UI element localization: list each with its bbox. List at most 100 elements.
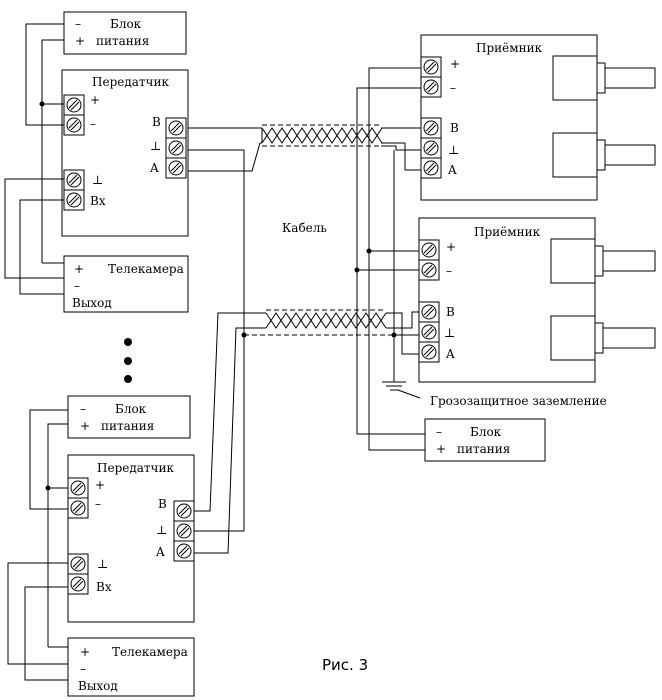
- power-title-line1: Блок: [470, 425, 502, 439]
- screw-terminal: [423, 120, 439, 136]
- screw-terminal: [72, 558, 82, 568]
- receiver-title: Приёмник: [476, 41, 543, 55]
- screw-terminal: [423, 264, 433, 274]
- power-title-line2: питания: [96, 34, 149, 48]
- terminal-block: [173, 500, 195, 562]
- screw-terminal: [421, 324, 437, 340]
- power-plus-label: +: [75, 34, 85, 48]
- camera-minus-label: –: [80, 662, 86, 676]
- screw-terminal: [423, 59, 439, 75]
- screw-terminal: [66, 117, 82, 133]
- continuation-dot: [124, 338, 132, 346]
- screw-terminal: [70, 121, 80, 131]
- ground-label: ⊥: [444, 326, 455, 340]
- line-b-label: B: [446, 305, 455, 319]
- power-title-line2: питания: [457, 442, 510, 456]
- screw-terminal: [425, 61, 435, 71]
- power-minus-label: –: [436, 425, 442, 439]
- receiver-title: Приёмник: [474, 225, 541, 239]
- line-b-label: B: [152, 115, 161, 129]
- screw-terminal: [168, 120, 184, 136]
- screw-terminal: [70, 176, 80, 186]
- camera-title: Телекамера: [108, 262, 184, 276]
- power-title-line2: питания: [101, 419, 154, 433]
- screw-terminal: [178, 525, 188, 535]
- continuation-dot: [124, 357, 132, 365]
- screw-terminal: [421, 304, 437, 320]
- junction-dot: [241, 332, 247, 338]
- junction-dot: [354, 267, 360, 273]
- screw-terminal: [72, 482, 82, 492]
- screw-terminal: [423, 140, 439, 156]
- power-minus-label: –: [80, 402, 86, 416]
- screw-terminal: [68, 119, 78, 129]
- video-output-connector: [594, 322, 604, 354]
- receiver-top: Приёмник + – B ⊥ A: [420, 34, 656, 201]
- screw-terminal: [74, 484, 84, 494]
- terminal-block: [420, 117, 442, 179]
- screw-terminal: [421, 242, 437, 258]
- terminal-block: [67, 553, 89, 595]
- terminal-block: [165, 117, 187, 179]
- screw-terminal: [168, 160, 184, 176]
- screw-terminal: [423, 346, 433, 356]
- screw-terminal: [168, 140, 184, 156]
- wiring: [4, 23, 425, 681]
- screw-terminal: [70, 101, 80, 111]
- screw-terminal: [425, 122, 435, 132]
- junction-dot: [366, 248, 372, 254]
- screw-terminal: [180, 507, 190, 517]
- video-output-connector: [596, 139, 606, 171]
- receiver-bottom: Приёмник + – B ⊥ A: [418, 217, 656, 383]
- screw-terminal: [427, 63, 437, 73]
- screw-terminal: [68, 194, 78, 204]
- screw-terminal: [176, 503, 192, 519]
- continuation-dot: [124, 375, 132, 383]
- screw-terminal: [70, 480, 86, 496]
- line-a-label: A: [445, 347, 455, 361]
- screw-terminal: [176, 543, 192, 559]
- minus-label: –: [90, 117, 96, 131]
- screw-terminal: [74, 504, 84, 514]
- screw-terminal: [425, 308, 435, 318]
- screw-terminal: [172, 164, 182, 174]
- screw-terminal: [70, 196, 80, 206]
- video-output-connector: [594, 245, 604, 277]
- line-a-label: A: [155, 545, 165, 559]
- screw-terminal: [70, 500, 86, 516]
- plus-label: +: [446, 240, 456, 254]
- terminal-block: [67, 477, 89, 519]
- power-minus-label: –: [75, 17, 81, 31]
- figure-caption: Рис. 3: [322, 656, 368, 674]
- line-a-label: A: [149, 161, 159, 175]
- terminal-block: [418, 301, 440, 363]
- screw-terminal: [66, 172, 82, 188]
- video-output-connector: [604, 144, 656, 166]
- screw-terminal: [68, 174, 78, 184]
- power-supply-bottom-left: – + Блок питания: [67, 395, 191, 439]
- screw-terminal: [180, 527, 190, 537]
- screw-terminal: [170, 162, 180, 172]
- power-title-line1: Блок: [110, 17, 142, 31]
- cable-label: Кабель: [282, 221, 327, 235]
- screw-terminal: [66, 97, 82, 113]
- screw-terminal: [423, 79, 439, 95]
- screw-terminal: [425, 142, 435, 152]
- camera-minus-label: –: [74, 279, 80, 293]
- screw-terminal: [427, 124, 437, 134]
- terminal-block: [420, 56, 442, 98]
- screw-terminal: [72, 578, 82, 588]
- minus-label: –: [450, 81, 456, 95]
- junction-dot: [391, 332, 397, 338]
- screw-terminal: [74, 560, 84, 570]
- terminal-block: [63, 169, 85, 211]
- junction-dot: [39, 101, 45, 107]
- screw-terminal: [425, 348, 435, 358]
- screw-terminal: [172, 144, 182, 154]
- screw-terminal: [74, 580, 84, 590]
- power-title-line1: Блок: [115, 402, 147, 416]
- screw-terminal: [421, 344, 437, 360]
- screw-terminal: [425, 328, 435, 338]
- transmitter-top: Передатчик + – B ⊥ A ⊥ Вх: [61, 69, 189, 237]
